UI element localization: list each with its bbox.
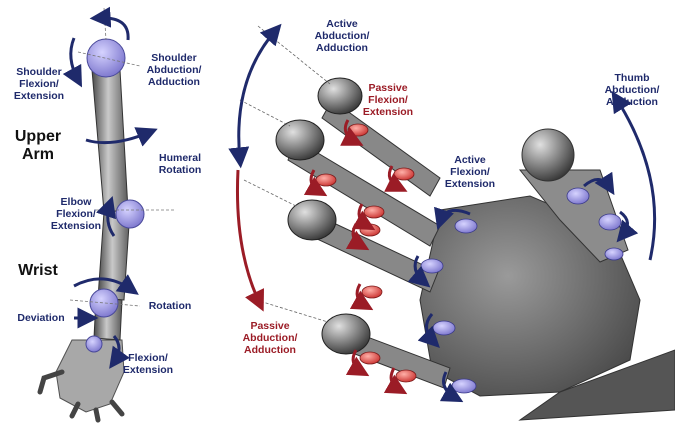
robotic-arm (40, 70, 130, 420)
shoulder-abduction-label: Shoulder Abduction/ Adduction (142, 52, 206, 88)
thumb-abduction-label: Thumb Abduction/ Adduction (600, 72, 664, 108)
humeral-rotation-label: Humeral Rotation (150, 152, 210, 176)
upper-arm-label: Upper Arm (12, 128, 64, 164)
passive-abduction-label: Passive Abduction/ Adduction (236, 320, 304, 356)
wrist-flexion-label: Flexion/ Extension (118, 352, 178, 376)
active-abduction-label: Active Abduction/ Adduction (308, 18, 376, 54)
wrist-label: Wrist (14, 262, 62, 280)
elbow-flexion-label: Elbow Flexion/ Extension (44, 196, 108, 232)
active-flexion-label: Active Flexion/ Extension (438, 154, 502, 190)
passive-flexion-label: Passive Flexion/ Extension (356, 82, 420, 118)
shoulder-flexion-label: Shoulder Flexion/ Extension (8, 66, 70, 102)
wrist-deviation-label: Deviation (10, 312, 72, 324)
wrist-rotation-label: Rotation (140, 300, 200, 312)
